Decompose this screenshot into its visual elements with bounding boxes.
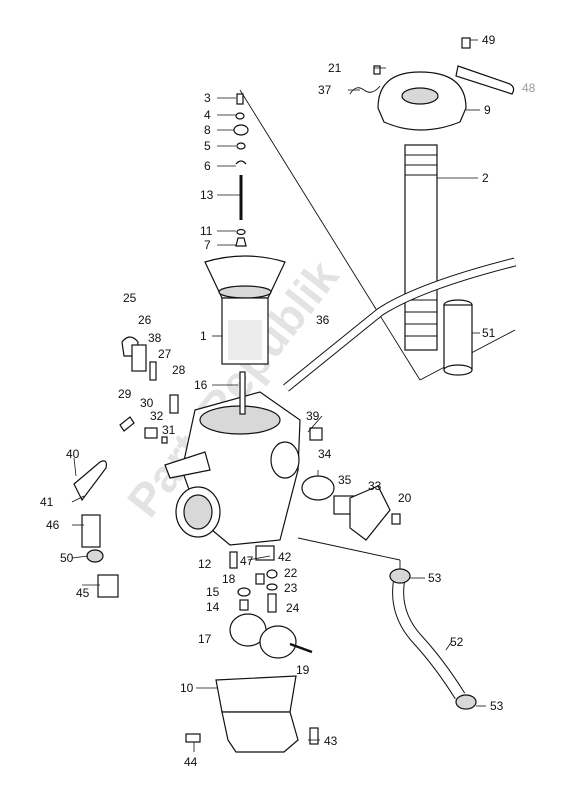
label-14: 14 — [206, 600, 220, 614]
label-30: 30 — [140, 396, 154, 410]
label-39: 39 — [306, 409, 320, 423]
label-43: 43 — [324, 734, 338, 748]
label-7: 7 — [204, 238, 211, 252]
label-11: 11 — [200, 224, 213, 238]
label-24: 24 — [286, 601, 300, 615]
label-38: 38 — [148, 331, 162, 345]
label-25: 25 — [123, 291, 137, 305]
label-47: 47 — [240, 554, 254, 568]
label-53b: 53 — [490, 699, 504, 713]
vent-hose — [283, 257, 517, 392]
label-15: 15 — [206, 585, 220, 599]
drain-hose — [389, 568, 477, 710]
label-19: 19 — [296, 663, 310, 677]
label-48: 48 — [522, 81, 536, 95]
label-29: 29 — [118, 387, 132, 401]
label-31: 31 — [162, 423, 176, 437]
label-44: 44 — [184, 755, 198, 769]
top-cap — [349, 37, 515, 131]
label-16: 16 — [194, 378, 208, 392]
lower-parts — [229, 545, 313, 659]
leader-lines — [71, 39, 486, 752]
label-20: 20 — [398, 491, 412, 505]
label-5: 5 — [204, 139, 211, 153]
left-parts — [73, 336, 179, 598]
label-37: 37 — [318, 83, 332, 97]
float-bowl — [185, 675, 319, 753]
label-17: 17 — [198, 632, 212, 646]
label-28: 28 — [172, 363, 186, 377]
carburetor-body — [164, 371, 301, 546]
label-40: 40 — [66, 447, 80, 461]
label-12: 12 — [198, 557, 212, 571]
label-42: 42 — [278, 550, 292, 564]
label-13: 13 — [200, 188, 214, 202]
label-45: 45 — [76, 586, 90, 600]
label-41: 41 — [40, 495, 54, 509]
part-labels: 3 4 8 5 6 13 11 7 1 16 25 26 38 27 28 29… — [40, 33, 536, 769]
vacuum-piston — [204, 255, 286, 365]
label-32: 32 — [150, 409, 164, 423]
label-22: 22 — [284, 566, 298, 580]
label-34: 34 — [318, 447, 332, 461]
label-18: 18 — [222, 572, 236, 586]
label-21: 21 — [328, 61, 342, 75]
label-53a: 53 — [428, 571, 442, 585]
label-4: 4 — [204, 108, 211, 122]
label-3: 3 — [204, 91, 211, 105]
label-9: 9 — [484, 103, 491, 117]
label-46: 46 — [46, 518, 60, 532]
label-26: 26 — [138, 313, 152, 327]
label-1: 1 — [200, 329, 207, 343]
label-8: 8 — [204, 123, 211, 137]
label-51: 51 — [482, 326, 496, 340]
label-10: 10 — [180, 681, 194, 695]
label-2: 2 — [482, 171, 489, 185]
label-35: 35 — [338, 473, 352, 487]
piston-spring — [404, 144, 438, 351]
sleeve — [443, 299, 473, 376]
label-23: 23 — [284, 581, 298, 595]
label-49: 49 — [482, 33, 496, 47]
label-52: 52 — [450, 635, 464, 649]
needle-stack — [233, 93, 249, 247]
label-33: 33 — [368, 479, 382, 493]
label-36: 36 — [316, 313, 330, 327]
label-50: 50 — [60, 551, 74, 565]
label-6: 6 — [204, 159, 211, 173]
label-27: 27 — [158, 347, 172, 361]
